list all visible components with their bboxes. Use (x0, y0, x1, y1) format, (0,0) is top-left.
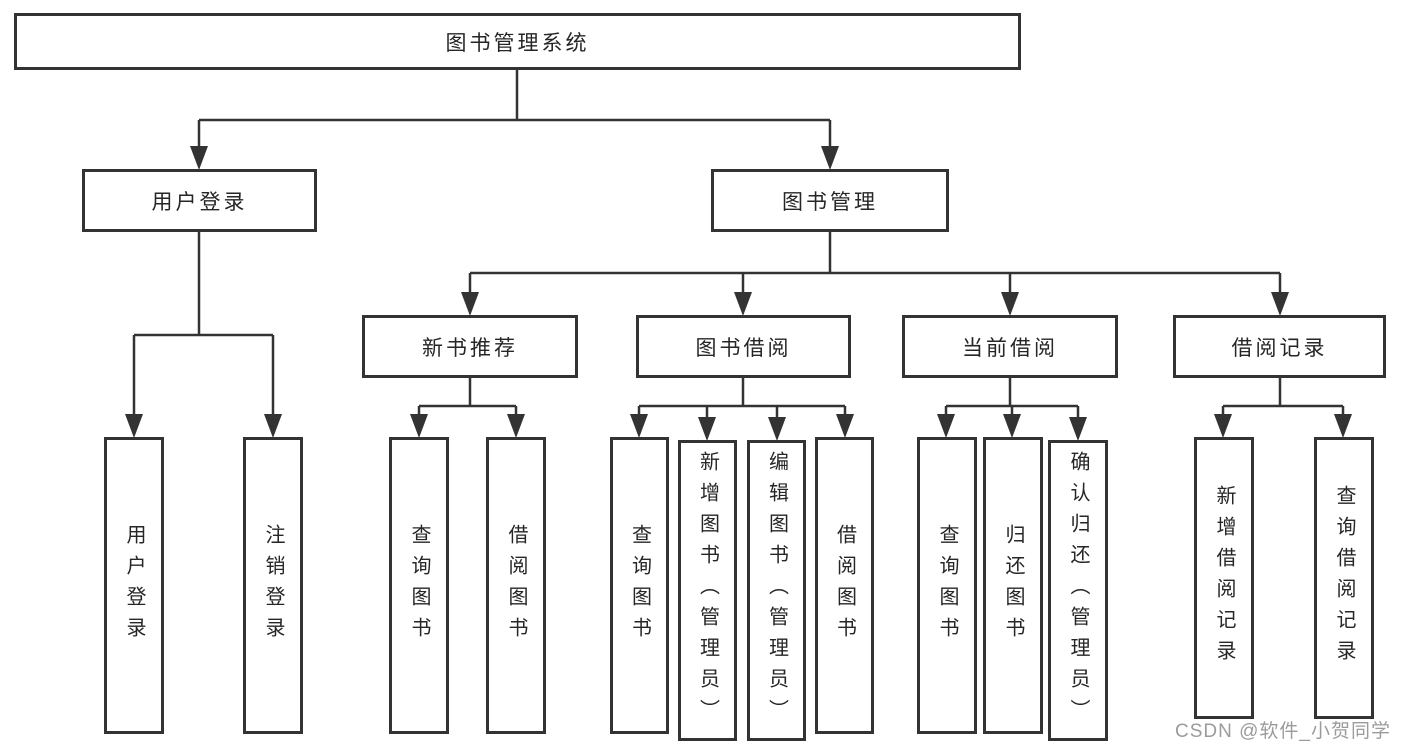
leaf-query-books-recommend: 查询图书 (389, 437, 449, 734)
leaf-logout: 注销登录 (243, 437, 303, 734)
node-label: 新增借阅记录 (1213, 485, 1235, 671)
node-label: 借阅图书 (833, 523, 856, 648)
node-label: 用户登录 (151, 190, 248, 214)
node-label: 确认归还（管理员） (1067, 451, 1089, 730)
node-label: 归还图书 (1002, 523, 1024, 648)
node-label: 新书推荐 (422, 336, 518, 360)
leaf-borrow-books-recommend: 借阅图书 (486, 437, 546, 734)
node-label: 查询图书 (408, 523, 430, 648)
node-label: 编辑图书（管理员） (765, 451, 788, 730)
node-label: 新增图书（管理员） (696, 451, 719, 730)
node-new-book-recommend: 新书推荐 (362, 315, 578, 378)
leaf-add-books-admin: 新增图书（管理员） (678, 440, 737, 741)
node-book-management: 图书管理 (711, 169, 949, 232)
node-label: 注销登录 (262, 523, 284, 648)
leaf-borrow-books: 借阅图书 (815, 437, 874, 734)
node-label: 查询图书 (628, 523, 651, 648)
node-label: 用户登录 (123, 523, 145, 648)
leaf-return-books: 归还图书 (983, 437, 1043, 734)
node-label: 图书借阅 (695, 336, 792, 360)
csdn-watermark: CSDN @软件_小贺同学 (1175, 721, 1391, 742)
node-label: 查询借阅记录 (1333, 485, 1355, 671)
node-borrow-records: 借阅记录 (1173, 315, 1386, 378)
leaf-user-login: 用户登录 (104, 437, 164, 734)
node-label: 借阅记录 (1231, 336, 1328, 360)
leaf-confirm-return-admin: 确认归还（管理员） (1048, 440, 1108, 741)
node-book-borrow: 图书借阅 (636, 315, 851, 378)
leaf-query-books-current: 查询图书 (917, 437, 977, 734)
node-label: 查询图书 (936, 523, 958, 648)
node-user-login: 用户登录 (82, 169, 317, 232)
node-current-borrow: 当前借阅 (902, 315, 1118, 378)
leaf-query-borrow-record: 查询借阅记录 (1314, 437, 1374, 719)
leaf-add-borrow-record: 新增借阅记录 (1194, 437, 1254, 719)
leaf-edit-books-admin: 编辑图书（管理员） (747, 440, 806, 741)
node-label: 借阅图书 (505, 523, 527, 648)
node-library-system: 图书管理系统 (14, 13, 1021, 70)
leaf-query-books-borrow: 查询图书 (610, 437, 669, 734)
node-label: 当前借阅 (962, 336, 1058, 360)
node-label: 图书管理 (782, 190, 878, 214)
node-label: 图书管理系统 (445, 31, 590, 55)
